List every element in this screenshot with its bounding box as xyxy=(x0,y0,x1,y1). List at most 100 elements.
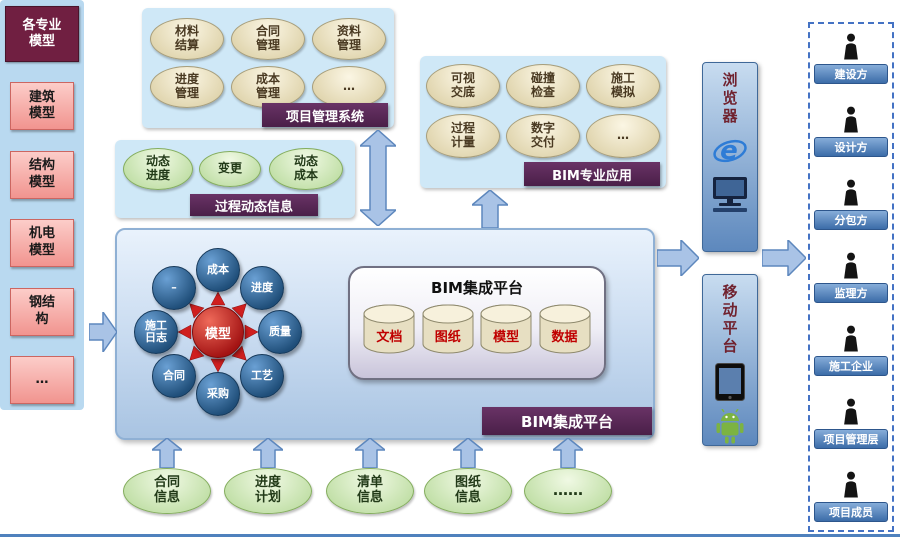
person-icon xyxy=(844,325,858,352)
arrow-platform-to-clients xyxy=(657,240,699,276)
ring-node: 施工 日志 xyxy=(134,310,178,354)
repo-cylinder-label: 数据 xyxy=(551,330,578,345)
bim-apps-group: 可视 交底 碰撞 检查 施工 模拟 过程 计量 数字 交付 … BIM专业应用 xyxy=(420,56,666,188)
person-icon xyxy=(844,471,858,498)
input-item: 图纸 信息 xyxy=(424,468,512,514)
repo-title: BIM集成平台 xyxy=(431,279,523,297)
pm-item: 资料 管理 xyxy=(312,18,386,60)
repo-cylinder: 文档 xyxy=(362,302,416,356)
apps-item: 碰撞 检查 xyxy=(506,64,580,108)
bim-repo-box: BIM集成平台 文档 图纸 模型 xyxy=(348,266,606,380)
pm-item: 材料 结算 xyxy=(150,18,224,60)
process-info-group: 动态 进度 变更 动态 成本 过程动态信息 xyxy=(115,140,355,218)
pm-item: 成本 管理 xyxy=(231,66,305,108)
person-icon xyxy=(844,398,858,425)
stakeholders-panel: 建设方 设计方 分包方 监理方 施工企业 项目管理层 项目成员 xyxy=(808,22,894,532)
slide-bottom-rule xyxy=(0,534,900,537)
proc-item: 动态 进度 xyxy=(123,148,193,190)
stakeholder-label: 分包方 xyxy=(814,210,888,230)
mobile-label: 移 动 平 台 xyxy=(722,283,738,355)
stakeholder-item: 监理方 xyxy=(814,251,888,303)
model-item: 钢结 构 xyxy=(10,287,74,336)
apps-item: 可视 交底 xyxy=(426,64,500,108)
arrow-input-drawing xyxy=(453,438,483,468)
cylinder-icon xyxy=(422,304,474,354)
apps-item: 数字 交付 xyxy=(506,114,580,158)
pm-item: 进度 管理 xyxy=(150,66,224,108)
input-item: …… xyxy=(524,468,612,514)
stakeholder-item: 设计方 xyxy=(814,105,888,157)
model-item: 机电 模型 xyxy=(10,219,74,268)
arrow-input-more xyxy=(553,438,583,468)
arrow-input-list xyxy=(355,438,385,468)
ring-node: – xyxy=(152,266,196,310)
stakeholder-item: 建设方 xyxy=(814,32,888,84)
stakeholder-label: 施工企业 xyxy=(814,356,888,376)
ring-node: 合同 xyxy=(152,354,196,398)
model-item: 结构 模型 xyxy=(10,150,74,199)
models-panel: 各专业 模型 建筑 模型 结构 模型 机电 模型 钢结 构 … xyxy=(0,0,84,410)
svg-text:e: e xyxy=(720,136,738,166)
platform-label: BIM集成平台 xyxy=(482,407,652,435)
ring-node: 采购 xyxy=(196,372,240,416)
model-item: … xyxy=(10,355,74,404)
input-item: 清单 信息 xyxy=(326,468,414,514)
stakeholder-label: 项目成员 xyxy=(814,502,888,522)
proc-item: 动态 成本 xyxy=(269,148,343,190)
repo-cylinder: 图纸 xyxy=(421,302,475,356)
repo-cylinder: 模型 xyxy=(479,302,533,356)
apps-item: … xyxy=(586,114,660,158)
repo-cylinders: 文档 图纸 模型 数据 xyxy=(350,302,604,356)
android-icon xyxy=(716,409,744,444)
arrow-input-schedule xyxy=(253,438,283,468)
stakeholder-label: 项目管理层 xyxy=(814,429,888,449)
proc-item: 变更 xyxy=(199,151,261,187)
repo-cylinder-label: 文档 xyxy=(376,330,403,345)
person-icon xyxy=(844,33,858,60)
ie-browser-icon: e xyxy=(713,136,747,166)
cylinder-icon xyxy=(363,304,415,354)
process-info-label: 过程动态信息 xyxy=(190,194,318,216)
person-icon xyxy=(844,179,858,206)
repo-cylinder: 数据 xyxy=(538,302,592,356)
pm-system-group: 材料 结算 合同 管理 资料 管理 进度 管理 成本 管理 … 项目管理系统 xyxy=(142,8,394,128)
ring-node: 质量 xyxy=(258,310,302,354)
repo-cylinder-label: 图纸 xyxy=(434,330,461,345)
repo-cylinder-label: 模型 xyxy=(493,330,520,345)
mobile-column: 移 动 平 台 xyxy=(702,274,758,446)
model-circle-cluster: 成本 进度 质量 工艺 采购 合同 施工 日志 – 模型 xyxy=(130,244,306,420)
stakeholder-item: 施工企业 xyxy=(814,324,888,376)
models-panel-title: 各专业 模型 xyxy=(5,6,79,62)
pm-item: 合同 管理 xyxy=(231,18,305,60)
radial-arrows xyxy=(177,291,259,373)
ring-node: 进度 xyxy=(240,266,284,310)
apps-item: 施工 模拟 xyxy=(586,64,660,108)
person-icon xyxy=(844,106,858,133)
stakeholder-label: 建设方 xyxy=(814,64,888,84)
bim-apps-label: BIM专业应用 xyxy=(524,162,660,186)
apps-item: 过程 计量 xyxy=(426,114,500,158)
pm-item: … xyxy=(312,66,386,108)
model-center-node: 模型 xyxy=(192,306,244,358)
pm-system-label: 项目管理系统 xyxy=(262,103,388,127)
stakeholder-item: 项目管理层 xyxy=(814,397,888,449)
tablet-icon xyxy=(715,363,745,401)
stakeholder-label: 设计方 xyxy=(814,137,888,157)
desktop-computer-icon xyxy=(713,177,747,212)
ring-node: 成本 xyxy=(196,248,240,292)
stakeholder-item: 项目成员 xyxy=(814,470,888,522)
cylinder-icon xyxy=(539,304,591,354)
arrow-clients-to-stakeholders xyxy=(762,240,806,276)
input-item: 合同 信息 xyxy=(123,468,211,514)
input-item: 进度 计划 xyxy=(224,468,312,514)
arrow-input-contract xyxy=(152,438,182,468)
arrow-platform-pm-bidirectional xyxy=(360,130,396,226)
browser-label: 浏 览 器 xyxy=(722,71,738,125)
person-icon xyxy=(844,252,858,279)
stakeholder-item: 分包方 xyxy=(814,178,888,230)
cylinder-icon xyxy=(480,304,532,354)
stakeholder-label: 监理方 xyxy=(814,283,888,303)
model-item: 建筑 模型 xyxy=(10,82,74,131)
arrow-platform-to-bim-apps xyxy=(472,190,508,228)
